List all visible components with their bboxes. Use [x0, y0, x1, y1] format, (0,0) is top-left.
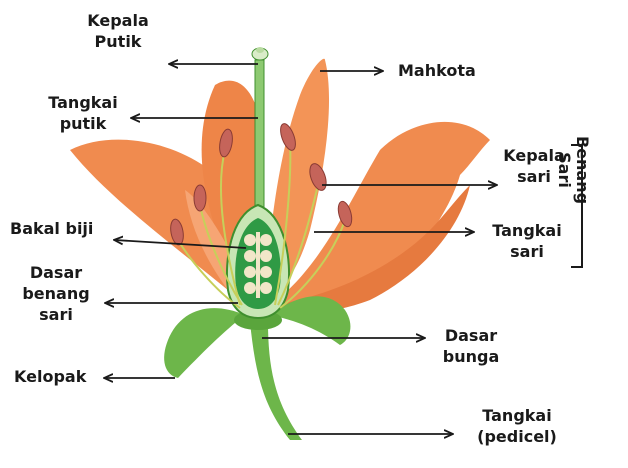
style — [255, 60, 264, 220]
label-benang-sari: Benang Sari — [555, 150, 591, 190]
sepal-left — [164, 308, 245, 378]
pedicel-stem — [250, 322, 302, 440]
label-tangkai-pedicel: Tangkai(pedicel) — [462, 405, 572, 447]
stigma — [252, 47, 268, 60]
label-kelopak: Kelopak — [14, 366, 86, 387]
label-mahkota: Mahkota — [398, 60, 476, 81]
label-bakal-biji: Bakal biji — [10, 218, 93, 239]
